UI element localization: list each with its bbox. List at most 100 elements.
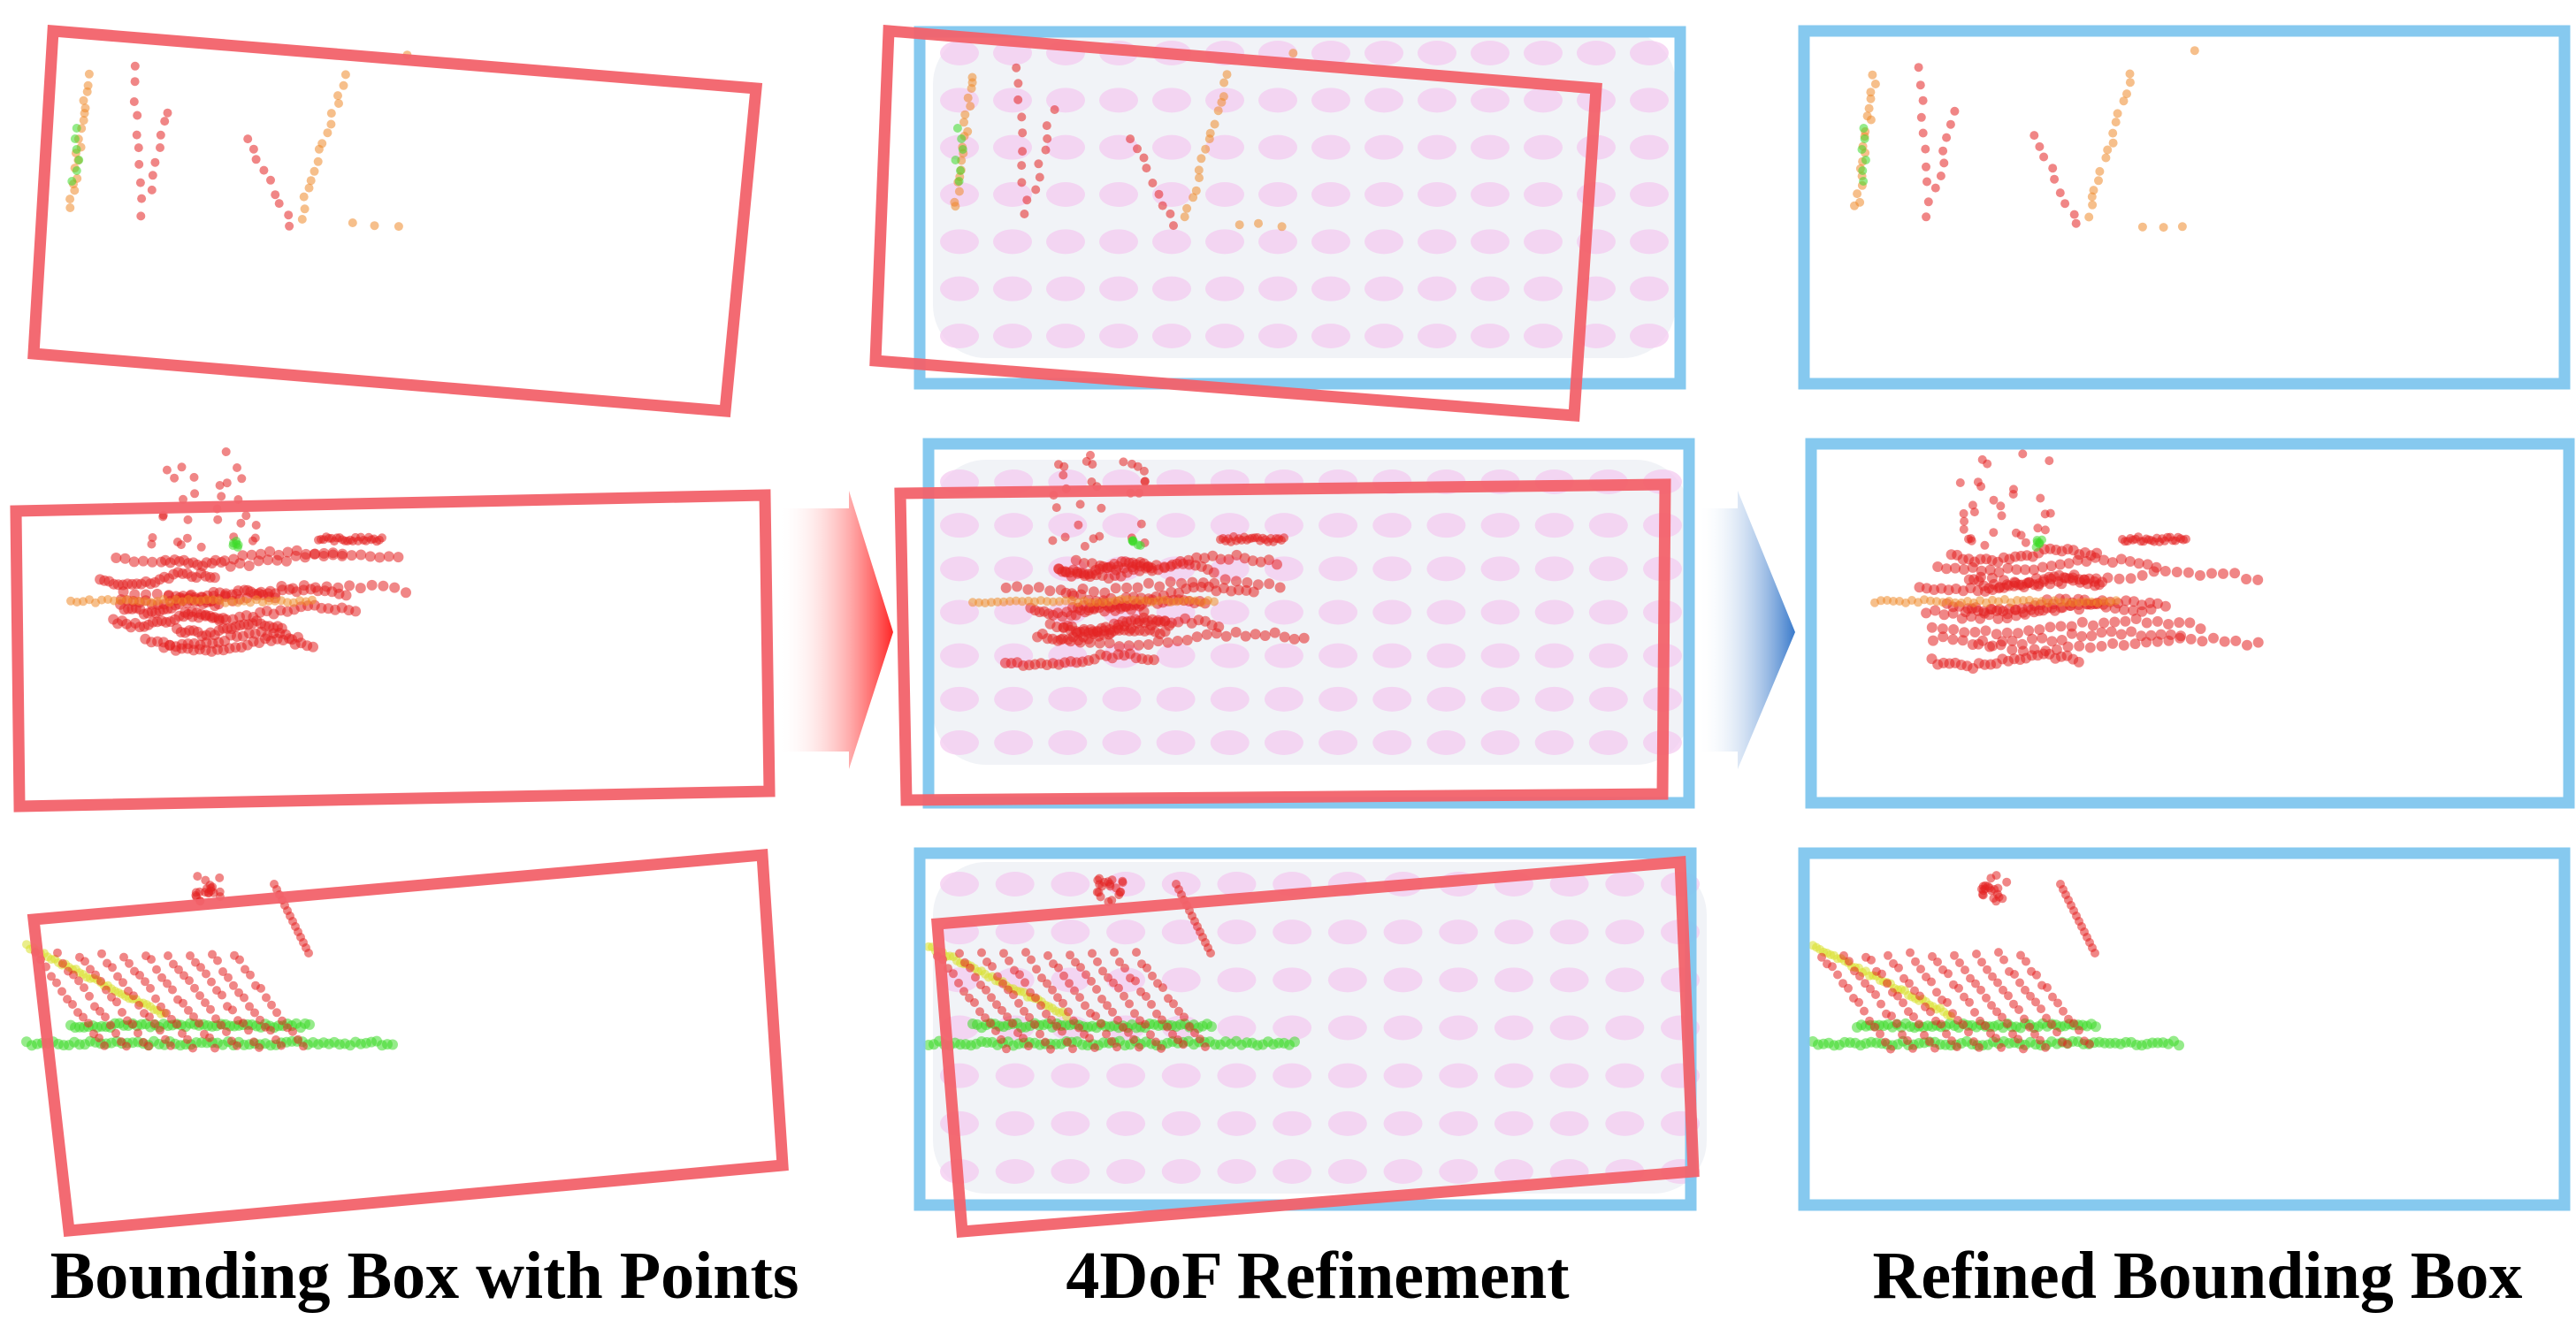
template-ellipsoids-row-1 [1471, 88, 1510, 113]
points-row-3-right [1932, 988, 1941, 997]
points-row-1-right [2113, 109, 2122, 118]
template-ellipsoids-row-1 [1630, 324, 1669, 348]
points-row-1-left [274, 199, 284, 209]
right-arrow-red-gradient-icon [778, 491, 893, 769]
points-row-1-middle [1126, 134, 1135, 144]
template-ellipsoids-row-3 [1549, 872, 1589, 897]
points-row-1-middle [1158, 201, 1167, 210]
points-row-3-right [2041, 1042, 2050, 1052]
template-ellipsoids-row-1 [993, 276, 1032, 301]
points-row-1-middle [966, 102, 975, 111]
template-ellipsoids-row-2 [940, 556, 979, 582]
template-ellipsoids-row-3 [1273, 1159, 1312, 1184]
template-ellipsoids-row-2 [1264, 513, 1303, 538]
template-ellipsoids-row-2 [1534, 599, 1574, 625]
template-ellipsoids-row-3 [1549, 1063, 1589, 1088]
points-row-1-right [2071, 218, 2081, 228]
points-row-1-middle [1041, 145, 1051, 155]
template-ellipsoids-row-3 [1051, 919, 1090, 945]
template-ellipsoids-row-2 [1534, 556, 1574, 582]
points-row-3-left [183, 1034, 192, 1044]
template-ellipsoids-row-2 [1319, 599, 1358, 625]
template-ellipsoids-row-1 [1577, 324, 1616, 348]
template-ellipsoids-row-2 [1319, 730, 1358, 755]
points-row-3-middle [1093, 875, 1103, 885]
points-row-3-left [52, 978, 61, 988]
points-row-3-middle [1158, 1015, 1166, 1025]
points-row-2-middle [1231, 576, 1242, 587]
points-row-3-right [1991, 1034, 2000, 1043]
points-row-3-right [1915, 991, 1924, 1001]
points-row-3-middle [975, 1007, 984, 1017]
template-ellipsoids-row-1 [1418, 134, 1456, 160]
template-ellipsoids-row-1 [1205, 134, 1244, 160]
points-row-1-left [297, 215, 307, 224]
points-row-3-left [122, 1042, 131, 1051]
points-row-1-right [1866, 115, 1876, 125]
points-row-3-middle [1180, 1012, 1189, 1022]
template-ellipsoids-row-2 [940, 643, 979, 668]
points-row-3-left [304, 1019, 315, 1030]
points-row-1-right [1918, 95, 1928, 105]
points-row-2-left [177, 462, 187, 472]
points-row-3-middle [1030, 1019, 1039, 1029]
points-row-2-right [2008, 490, 2018, 499]
points-row-2-middle [1092, 598, 1101, 607]
points-row-1-right [1922, 162, 1930, 172]
points-row-2-middle [1154, 581, 1166, 592]
template-ellipsoids-row-3 [995, 919, 1035, 945]
points-row-2-left [190, 596, 199, 606]
points-row-3-middle [1002, 1044, 1011, 1054]
points-row-3-left [249, 1037, 258, 1047]
points-row-1-middle [1139, 153, 1149, 163]
points-row-3-left [241, 965, 249, 974]
points-row-1-right [2177, 222, 2187, 232]
points-row-3-right [1828, 962, 1837, 972]
points-row-2-right [2125, 573, 2136, 584]
points-row-3-middle [1143, 963, 1151, 973]
points-row-3-right [2002, 877, 2012, 887]
points-row-2-right [2185, 633, 2197, 645]
points-row-1-left [129, 97, 139, 106]
points-row-2-left [160, 554, 171, 566]
points-row-3-left [91, 970, 100, 980]
points-row-2-right [2074, 604, 2085, 615]
points-row-1-right [2039, 152, 2049, 162]
points-row-2-right [2145, 604, 2157, 615]
points-row-3-right [1997, 1042, 2006, 1052]
points-row-3-right [1906, 948, 1915, 958]
template-ellipsoids-row-2 [994, 730, 1034, 755]
points-row-2-left [262, 554, 273, 566]
points-row-3-right [1892, 1019, 1901, 1028]
points-row-3-middle [1059, 971, 1068, 980]
points-row-2-right [2184, 617, 2196, 629]
points-row-3-right [1987, 1001, 1996, 1011]
points-row-1-right [2029, 131, 2039, 141]
points-row-3-left [205, 1033, 214, 1042]
template-ellipsoids-row-1 [1046, 324, 1085, 348]
points-row-3-right [2020, 1014, 2029, 1024]
points-row-2-right [2129, 638, 2141, 650]
points-row-2-left [248, 536, 257, 546]
points-row-1-middle [1020, 210, 1029, 218]
points-row-1-middle [1194, 165, 1204, 175]
template-ellipsoids-row-3 [1439, 1015, 1479, 1041]
points-row-3-left [188, 1043, 197, 1053]
points-row-2-left [236, 518, 246, 528]
points-row-3-right [2004, 991, 2013, 1001]
refined-box-row-3-right [1798, 847, 2571, 1211]
points-row-2-middle [1207, 550, 1219, 561]
points-row-3-right [1926, 1007, 1935, 1017]
points-row-3-left [288, 1026, 297, 1036]
points-row-3-right [1876, 1029, 1884, 1039]
points-row-3-right [1959, 1020, 1968, 1029]
points-row-1-left [150, 157, 160, 167]
points-row-3-right [2037, 1004, 2045, 1014]
points-row-2-middle [1279, 631, 1290, 643]
points-row-1-left [156, 130, 165, 140]
points-row-3-right [2019, 1044, 2028, 1054]
template-ellipsoids-row-1 [1258, 88, 1297, 113]
points-row-3-left [208, 882, 218, 892]
template-ellipsoids-row-2 [1264, 686, 1303, 712]
template-ellipsoids-row-3 [995, 1159, 1035, 1184]
